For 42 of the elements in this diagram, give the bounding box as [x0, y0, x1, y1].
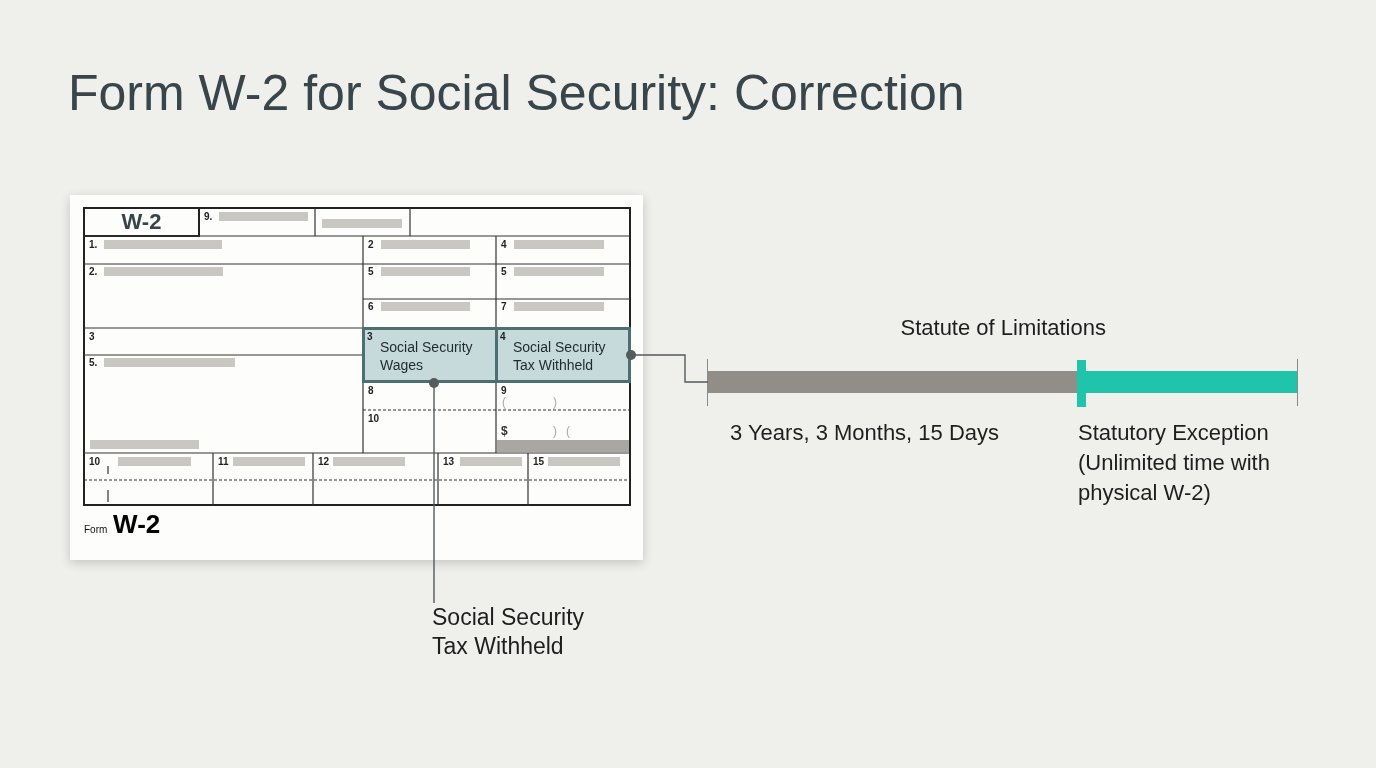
box-number: 15 — [533, 456, 545, 468]
parenthesis: ( — [566, 424, 570, 438]
box-number: 5 — [501, 266, 507, 278]
box-number: 9 — [501, 385, 507, 397]
box-number: 6 — [368, 301, 374, 313]
form-title: W-2 — [121, 209, 162, 235]
box-number: 12 — [318, 456, 330, 468]
parenthesis: ) — [553, 395, 557, 409]
box-number: 7 — [501, 301, 507, 313]
highlighted-field — [362, 327, 498, 383]
box-number: 9. — [204, 211, 213, 223]
parenthesis: ( — [502, 395, 506, 409]
box-number: 5 — [368, 266, 374, 278]
box-number: 2 — [368, 239, 374, 251]
field-label: Social Security Wages — [380, 338, 474, 374]
box-number: 4 — [500, 331, 506, 343]
box-number: 5. — [89, 357, 98, 369]
box-number: 8 — [368, 385, 374, 397]
box-number: 10 — [368, 413, 380, 425]
duration-label: 3 Years, 3 Months, 15 Days — [730, 419, 1001, 447]
form-name: Form W-2 — [84, 509, 161, 541]
box-number: 3 — [367, 331, 373, 343]
timeline-segment — [1086, 371, 1297, 393]
form-card — [70, 195, 643, 560]
leader-line — [429, 378, 439, 604]
box-number: 13 — [443, 456, 455, 468]
box-number: 1. — [89, 239, 98, 251]
box-number: 10 — [89, 456, 101, 468]
timeline-heading: Statute of Limitations — [900, 315, 1106, 341]
highlighted-field — [495, 327, 631, 383]
leader-line — [626, 350, 709, 383]
box-number: 4 — [501, 239, 507, 251]
field-label: Social Security Tax Withheld — [513, 338, 607, 374]
exception-note: Statutory Exception (Unlimited time with physical W-2) — [1078, 419, 1271, 507]
title: Form W-2 for Social Security: Correction — [68, 64, 965, 122]
box-number: 11 — [218, 456, 229, 468]
callout-text: Social Security Tax Withheld — [432, 603, 610, 661]
box-number: 2. — [89, 266, 98, 278]
currency-sign: $ — [501, 424, 508, 438]
box-number: 3 — [89, 331, 95, 343]
timeline-segment — [708, 371, 1077, 393]
parenthesis: ) — [553, 424, 557, 438]
